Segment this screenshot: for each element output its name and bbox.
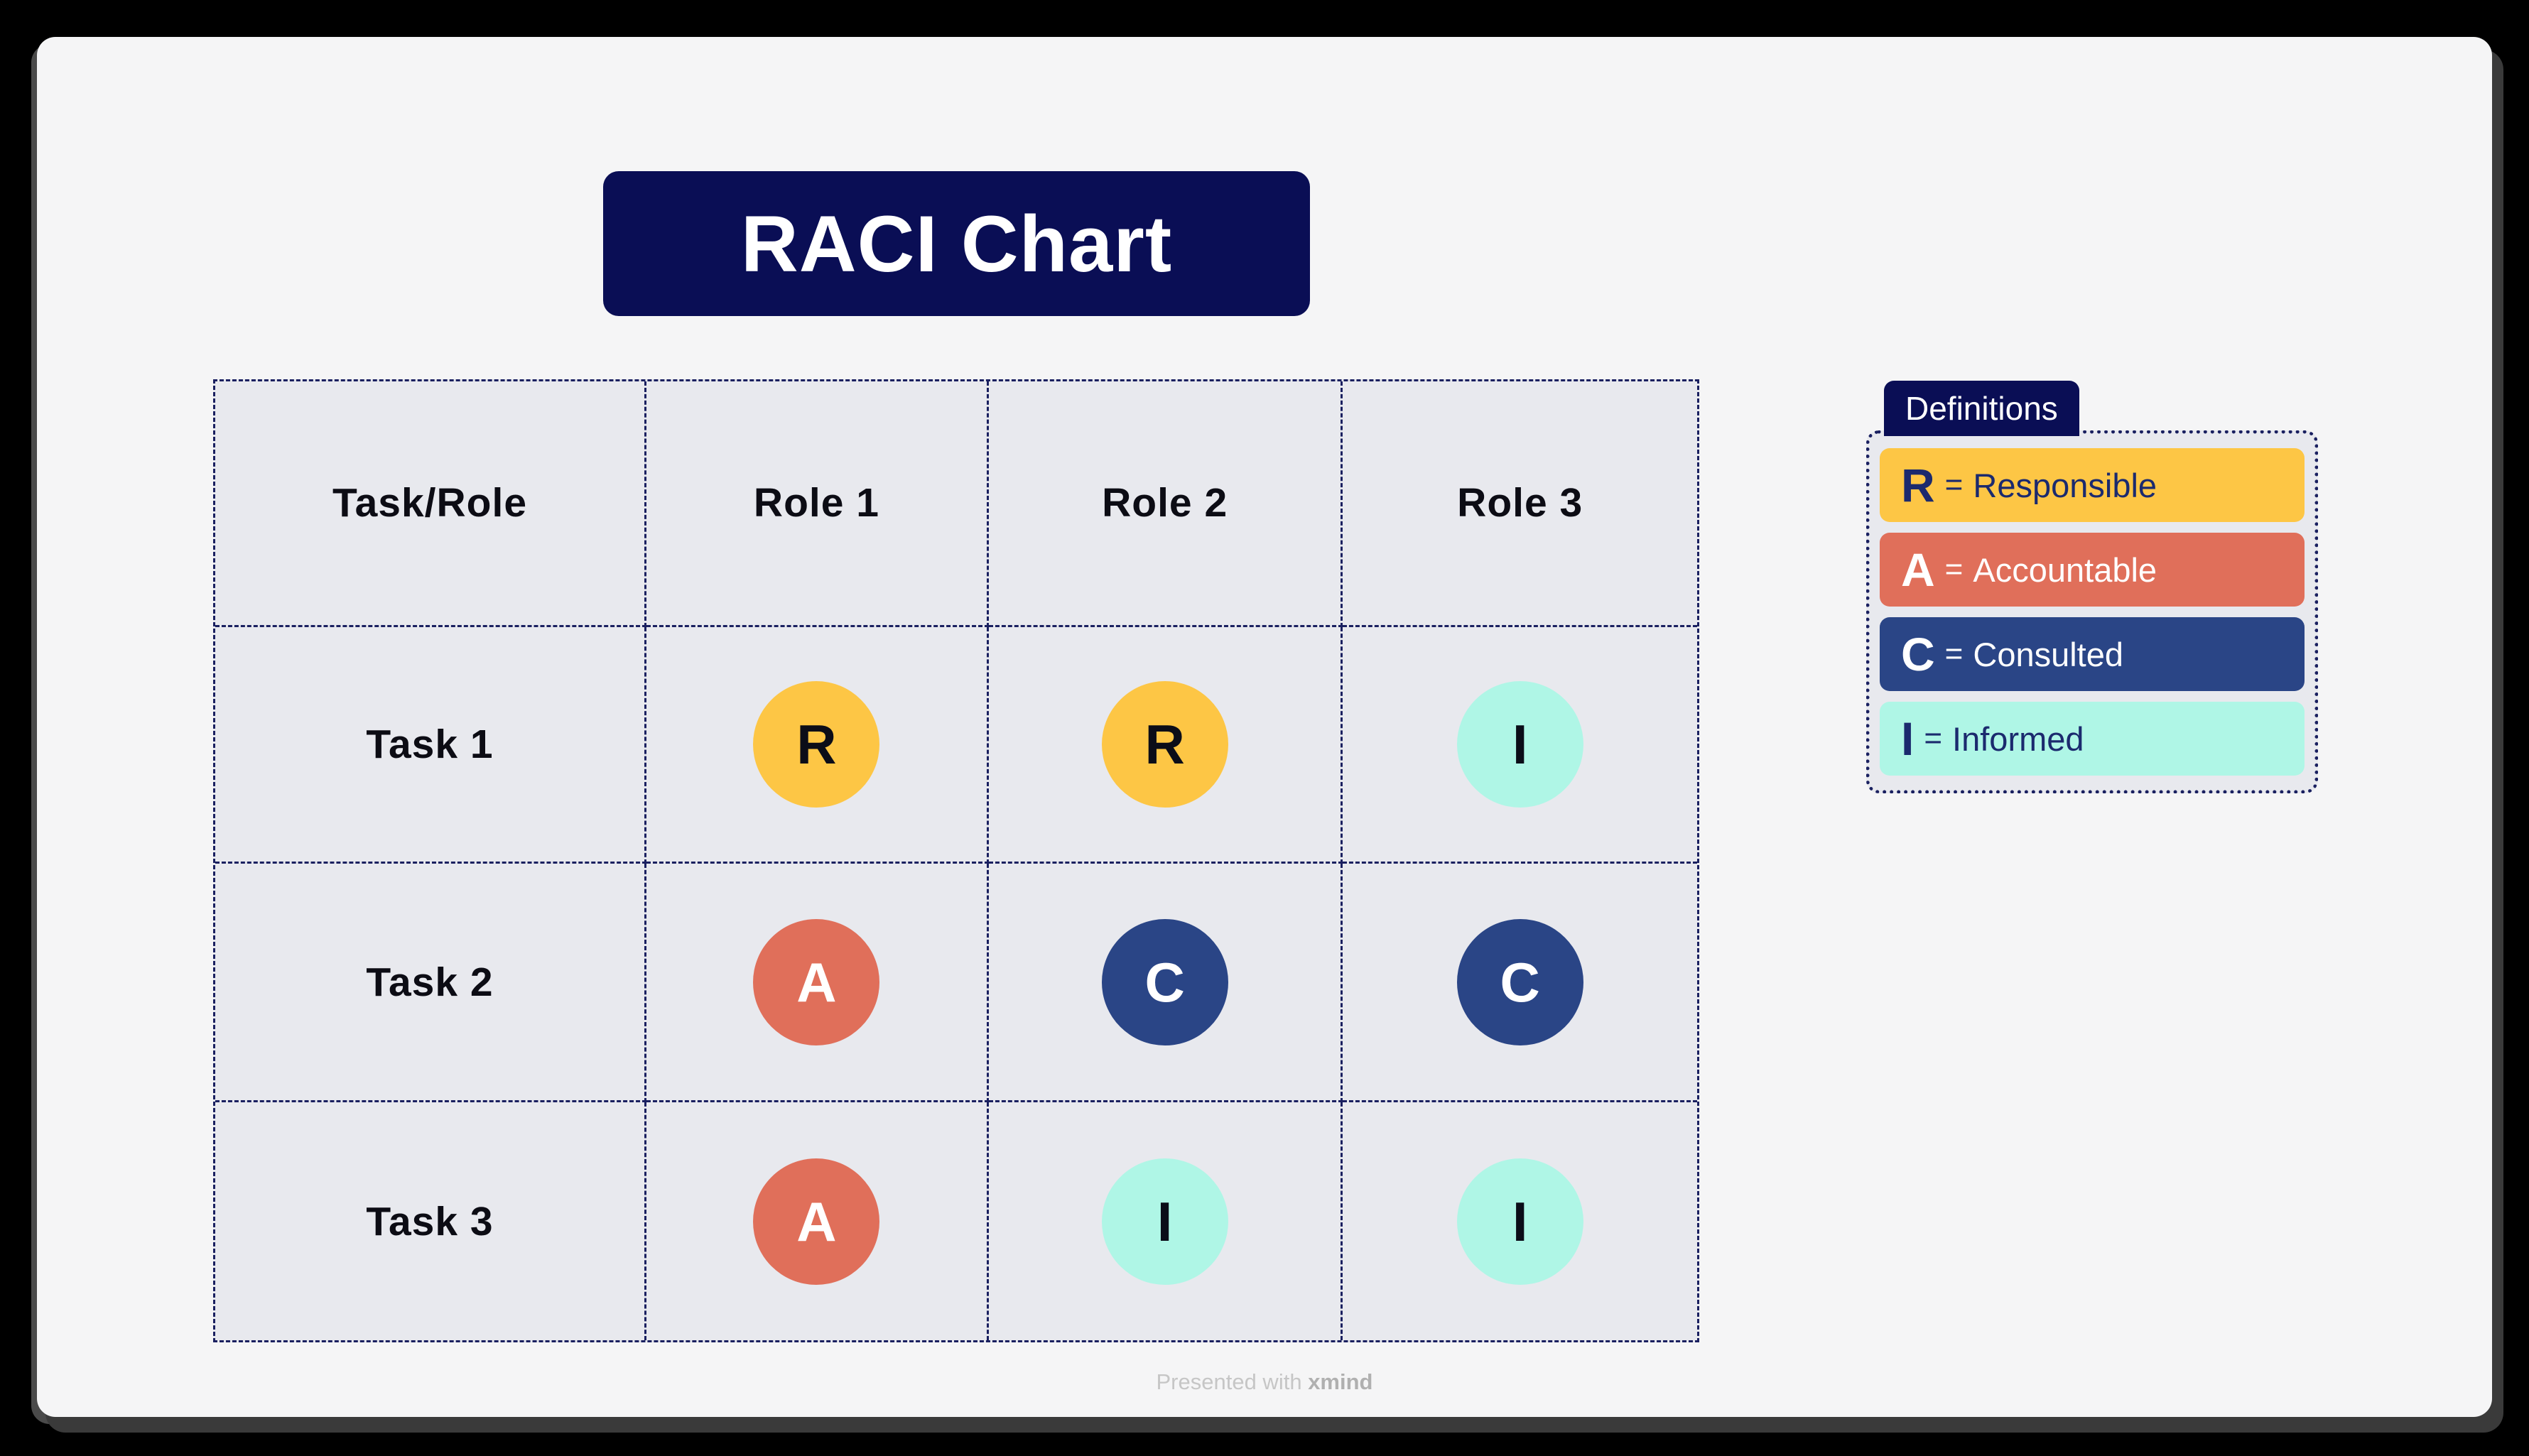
chart-title: RACI Chart: [740, 199, 1173, 288]
raci-letter: R: [796, 712, 837, 776]
raci-circle-informed: I: [1456, 680, 1583, 808]
raci-circle-consulted: C: [1101, 918, 1228, 1045]
legend-label: Informed: [1952, 719, 2084, 758]
header-label: Role 2: [1102, 480, 1228, 526]
task-label: Task 1: [366, 721, 494, 767]
header-label: Task/Role: [332, 480, 528, 526]
task-label: Task 2: [366, 959, 494, 1005]
task-label: Task 3: [366, 1198, 494, 1244]
watermark-brand: xmind: [1308, 1369, 1373, 1394]
matrix-cell-task3-role1: A: [646, 1102, 989, 1340]
raci-letter: R: [1144, 712, 1185, 776]
raci-letter: I: [1512, 712, 1528, 776]
legend-letter: I: [1901, 712, 1915, 765]
raci-letter: C: [1500, 950, 1540, 1014]
matrix-cell-task1-role1: R: [646, 626, 989, 864]
definitions-panel: R = Responsible A = Accountable C = Cons…: [1866, 430, 2318, 793]
task-cell-2: Task 2: [215, 864, 647, 1103]
raci-circle-responsible: R: [1101, 680, 1228, 808]
legend-equals: =: [1944, 552, 1964, 587]
legend-letter: C: [1901, 628, 1935, 680]
header-cell-role-3: Role 3: [1343, 381, 1697, 627]
raci-letter: A: [796, 950, 837, 1014]
matrix-cell-task1-role2: R: [988, 626, 1343, 864]
legend-item-consulted: C = Consulted: [1880, 617, 2305, 691]
watermark: Presented with xmind: [37, 1369, 2492, 1395]
legend-item-responsible: R = Responsible: [1880, 448, 2305, 522]
header-label: Role 1: [753, 480, 879, 526]
matrix-cell-task3-role3: I: [1343, 1102, 1697, 1340]
raci-circle-accountable: A: [753, 1158, 880, 1285]
matrix-cell-task3-role2: I: [989, 1102, 1343, 1340]
matrix-cell-task1-role3: I: [1343, 627, 1697, 864]
raci-circle-accountable: A: [753, 918, 880, 1045]
raci-circle-consulted: C: [1456, 918, 1583, 1045]
legend-equals: =: [1944, 636, 1964, 671]
raci-letter: I: [1512, 1190, 1528, 1253]
chart-title-box: RACI Chart: [603, 171, 1310, 316]
legend-label: Accountable: [1973, 550, 2157, 589]
task-cell-3: Task 3: [215, 1102, 647, 1340]
legend-letter: R: [1901, 459, 1935, 511]
raci-table: Task/Role Role 1 Role 2 Role 3 Task 1 R …: [213, 379, 1699, 1342]
raci-circle-responsible: R: [753, 680, 880, 808]
header-label: Role 3: [1457, 480, 1583, 526]
task-cell-1: Task 1: [215, 626, 647, 864]
raci-circle-informed: I: [1101, 1158, 1228, 1285]
watermark-text: Presented with: [1156, 1369, 1302, 1394]
legend-equals: =: [1944, 467, 1964, 502]
slide-canvas: RACI Chart Task/Role Role 1 Role 2 Role …: [37, 37, 2492, 1417]
raci-letter: A: [796, 1190, 837, 1253]
legend-equals: =: [1924, 721, 1943, 756]
legend-item-informed: I = Informed: [1880, 702, 2305, 776]
matrix-cell-task2-role3: C: [1343, 864, 1697, 1103]
legend-letter: A: [1901, 543, 1935, 596]
legend-label: Responsible: [1973, 466, 2157, 504]
raci-letter: C: [1144, 950, 1185, 1014]
legend-label: Consulted: [1973, 635, 2124, 673]
raci-letter: I: [1157, 1190, 1173, 1253]
matrix-cell-task2-role1: A: [646, 864, 989, 1103]
legend-item-accountable: A = Accountable: [1880, 533, 2305, 607]
header-cell-role-1: Role 1: [646, 381, 989, 627]
raci-circle-informed: I: [1456, 1158, 1583, 1285]
definitions-title: Definitions: [1905, 390, 2058, 427]
header-cell-role-2: Role 2: [988, 381, 1343, 627]
matrix-cell-task2-role2: C: [988, 864, 1343, 1103]
definitions-tab: Definitions: [1884, 381, 2079, 436]
header-cell-task-role: Task/Role: [215, 381, 647, 627]
